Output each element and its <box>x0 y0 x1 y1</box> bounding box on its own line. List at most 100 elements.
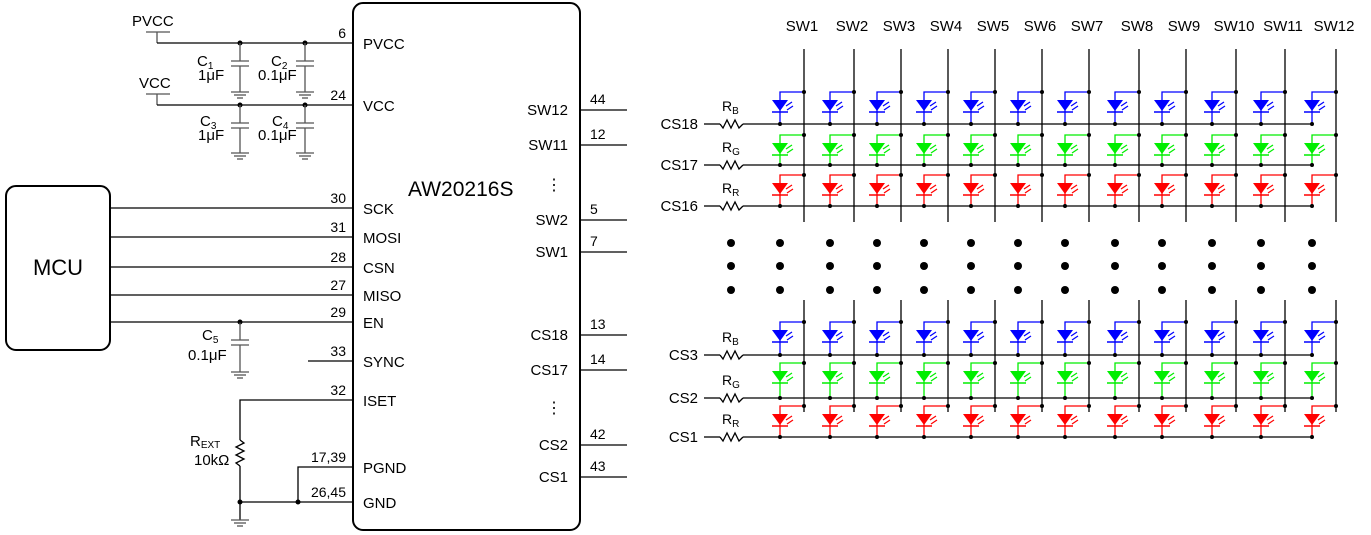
capacitor-value: 1μF <box>198 127 224 144</box>
junction-dot <box>993 361 997 365</box>
junction-dot <box>1334 404 1338 408</box>
led-diode-icon <box>1057 100 1073 111</box>
junction-dot <box>1283 173 1287 177</box>
resistor-label: RR <box>722 180 739 199</box>
ellipsis-dot <box>1014 286 1022 294</box>
led-cs2-sw4 <box>916 361 950 400</box>
led-cs1-sw12 <box>1304 404 1338 439</box>
led-cs1-sw4 <box>916 404 950 439</box>
ellipsis-dot <box>826 262 834 270</box>
capacitor-value: 0.1μF <box>188 347 227 364</box>
junction-dot <box>1310 204 1314 208</box>
sw-ellipsis: ⋮ <box>546 177 562 194</box>
cs-label-cs3: CS3 <box>669 347 698 364</box>
junction-dot <box>899 90 903 94</box>
junction-dot <box>1259 122 1263 126</box>
column-label-sw10: SW10 <box>1214 18 1255 35</box>
ellipsis-dot <box>920 262 928 270</box>
junction-dot <box>946 90 950 94</box>
junction-dot <box>778 204 782 208</box>
capacitor-value: 0.1μF <box>258 127 297 144</box>
ellipsis-dot <box>1257 262 1265 270</box>
junction-dot <box>1113 353 1117 357</box>
led-diode-icon <box>1010 371 1026 382</box>
ellipsis-dot <box>1111 286 1119 294</box>
led-cs18-sw5 <box>963 90 997 126</box>
pin-label-miso: MISO <box>363 288 401 305</box>
led-diode-icon <box>1010 143 1026 154</box>
iset-wire <box>239 399 353 440</box>
junction-dot <box>1234 90 1238 94</box>
junction-dot <box>778 353 782 357</box>
ellipsis-dot <box>1111 239 1119 247</box>
led-diode-icon <box>1304 330 1320 341</box>
junction-dot <box>1184 320 1188 324</box>
column-label-sw11: SW11 <box>1263 18 1303 35</box>
led-cs2-sw10 <box>1204 361 1238 400</box>
column-label-sw12: SW12 <box>1314 18 1355 35</box>
resistor-label: RG <box>722 372 740 391</box>
junction-dot <box>1259 204 1263 208</box>
led-cs3-sw8 <box>1107 320 1141 357</box>
junction-dot <box>946 320 950 324</box>
pin-label-cs18: CS18 <box>530 327 568 344</box>
led-diode-icon <box>963 100 979 111</box>
rext-value: 10kΩ <box>194 452 229 469</box>
capacitor-name: C4 <box>272 113 289 132</box>
led-cs1-sw3 <box>869 404 903 439</box>
pin-number: 24 <box>330 87 346 103</box>
junction-dot <box>1283 133 1287 137</box>
junction-dot <box>993 320 997 324</box>
junction-dot <box>1210 204 1214 208</box>
led-diode-icon <box>772 330 788 341</box>
led-cs16-sw12 <box>1304 173 1338 208</box>
led-diode-icon <box>963 371 979 382</box>
led-diode-icon <box>869 100 885 111</box>
led-diode-icon <box>1010 100 1026 111</box>
led-cs2-sw7 <box>1057 361 1091 400</box>
junction-dot <box>922 435 926 439</box>
column-label-sw2: SW2 <box>836 18 869 35</box>
capacitor-name: C3 <box>200 113 217 132</box>
pin-number: 31 <box>330 219 346 235</box>
ellipsis-dot <box>873 262 881 270</box>
junction-dot <box>1283 404 1287 408</box>
led-diode-icon <box>1057 183 1073 194</box>
led-diode-icon <box>1304 183 1320 194</box>
capacitor-c2: C20.1μF <box>258 40 314 99</box>
junction-dot <box>1040 320 1044 324</box>
cs-label-cs18: CS18 <box>660 116 698 133</box>
led-diode-icon <box>1107 330 1123 341</box>
led-diode-icon <box>963 330 979 341</box>
ellipsis-dot <box>727 262 735 270</box>
pin-label-csn: CSN <box>363 260 395 277</box>
led-diode-icon <box>772 371 788 382</box>
led-cs3-sw7 <box>1057 320 1091 357</box>
pin-label-sw2: SW2 <box>535 212 568 229</box>
junction-dot <box>922 163 926 167</box>
pin-number: 26,45 <box>311 484 346 500</box>
led-diode-icon <box>1204 183 1220 194</box>
ellipsis-dot <box>1014 239 1022 247</box>
junction-dot <box>899 133 903 137</box>
junction-dot <box>1137 173 1141 177</box>
capacitor-name: C5 <box>202 327 219 346</box>
resistor-label: RG <box>722 139 740 158</box>
ellipsis-dot <box>776 286 784 294</box>
led-cs17-sw8 <box>1107 133 1141 167</box>
led-diode-icon <box>1304 414 1320 425</box>
junction-dot <box>1087 320 1091 324</box>
led-diode-icon <box>1057 143 1073 154</box>
led-cs18-sw8 <box>1107 90 1141 126</box>
pin-number: 32 <box>330 382 346 398</box>
led-diode-icon <box>869 414 885 425</box>
led-diode-icon <box>963 143 979 154</box>
junction-dot <box>1283 90 1287 94</box>
junction-dot <box>1184 404 1188 408</box>
junction-dot <box>875 204 879 208</box>
ellipsis-dot <box>1208 262 1216 270</box>
junction-dot <box>1113 396 1117 400</box>
cs-label-cs1: CS1 <box>669 429 698 446</box>
led-diode-icon <box>1204 330 1220 341</box>
junction-dot <box>969 396 973 400</box>
